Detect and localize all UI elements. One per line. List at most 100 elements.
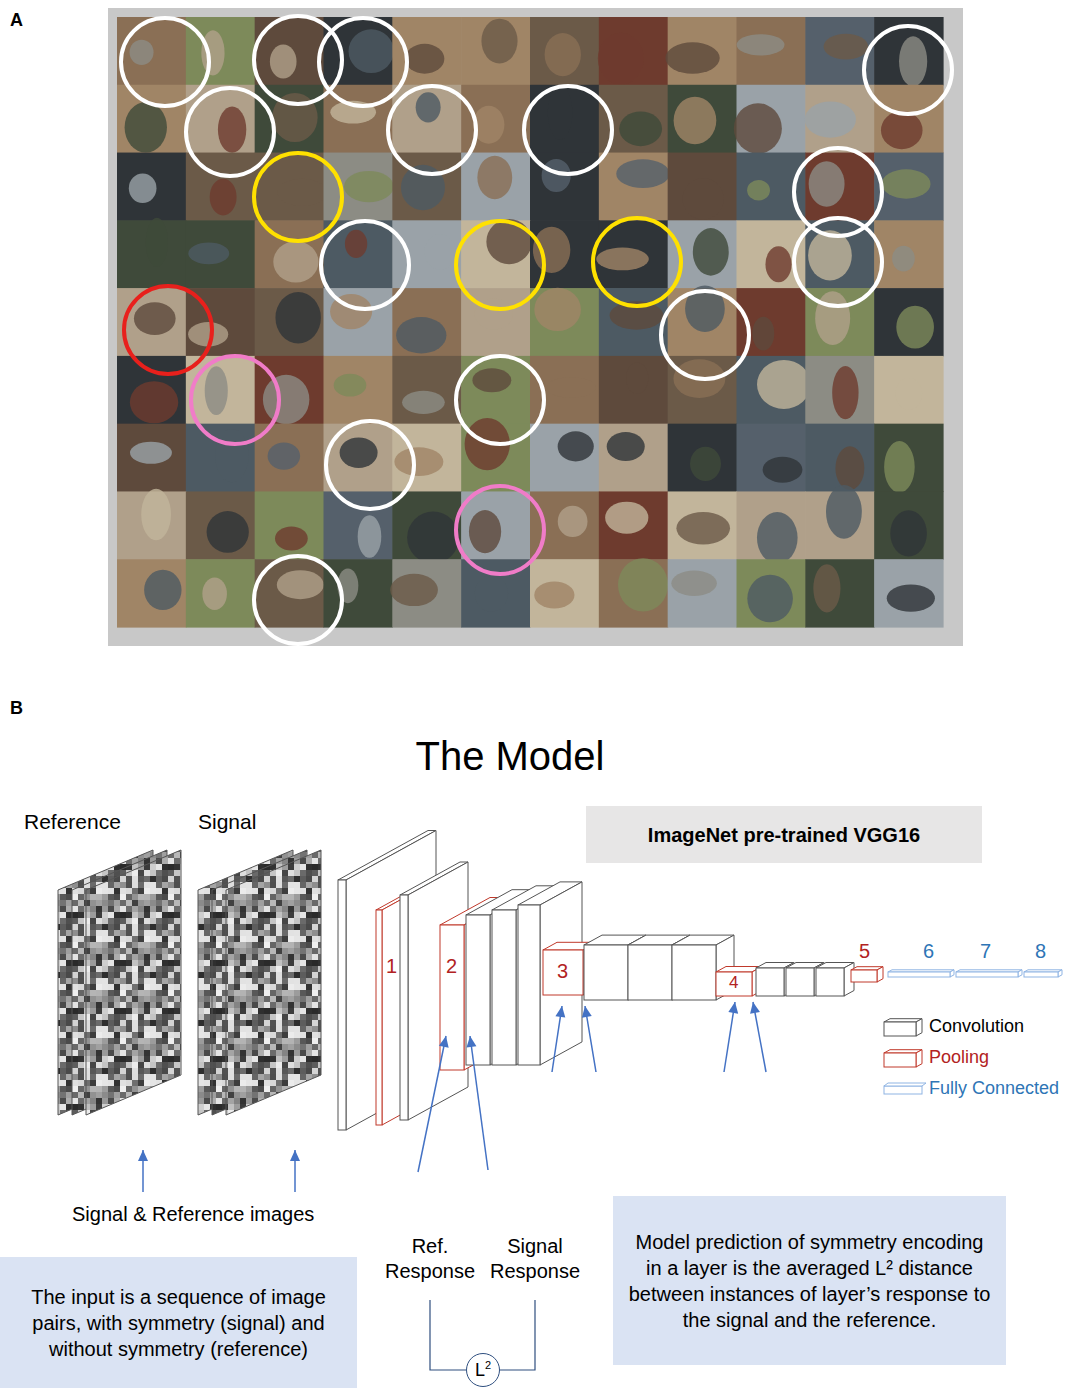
photo-detail [188,243,229,265]
photo-detail [545,33,581,76]
conv-block [466,915,490,1065]
photo-detail [201,30,224,75]
photo-tile [668,85,737,153]
photo-detail [815,291,850,345]
photo-tile [461,17,530,85]
photo-detail [607,432,645,461]
highlight-circle [319,18,407,106]
label-text: 2 [445,955,458,978]
photo-detail [558,506,588,537]
l2-circle: L2 [466,1353,500,1387]
photo-detail [605,502,648,534]
fc-block [1024,972,1058,977]
highlight-circle [121,18,209,106]
node-text: The input is a sequence of image pairs, … [12,1284,345,1362]
photo-tile [874,288,943,356]
photo-detail [472,368,511,392]
pool-block [851,970,877,982]
photo-detail [616,159,669,188]
photo-detail [424,234,455,270]
superscript: 2 [485,1360,491,1371]
arrow-head [728,1002,738,1014]
photo-detail [890,510,927,556]
note-box: Model prediction of symmetry encoding in… [613,1196,1006,1365]
photo-detail [358,515,382,558]
photo-detail [747,575,793,623]
model-name-box: ImageNet pre-trained VGG16 [586,806,982,863]
photo-detail [674,97,717,144]
photo-detail [882,169,931,198]
highlight-circle [254,556,342,644]
photo-detail [263,375,309,424]
photo-detail [477,156,512,199]
photo-detail [813,564,840,612]
pool-block [877,967,883,982]
photo-detail [202,577,227,610]
photo-tile [874,356,943,424]
conv-block [492,910,516,1065]
photo-detail [533,227,570,273]
photo-detail [690,447,721,481]
photo-tile [324,220,393,288]
photo-detail [558,431,594,461]
photo-detail [129,173,157,203]
photo-tile [668,153,737,221]
highlight-circle [593,218,681,306]
photo-tile [805,424,874,492]
conv-block [628,945,672,1000]
photo-detail [210,179,237,216]
photo-tile [737,424,806,492]
photo-tile [324,491,393,559]
photo-tile [186,220,255,288]
photo-detail [598,33,644,85]
legend-sample [884,1053,916,1067]
conv-block [672,945,716,1000]
photo-detail [682,178,723,220]
photo-detail [765,246,791,282]
pointer-arrow [418,1036,446,1172]
photo-tile [255,491,324,559]
conv-block [540,882,582,1065]
photo-detail [416,92,441,122]
label-text: 4 [728,973,739,993]
photo-tile [117,424,186,492]
note-box: The input is a sequence of image pairs, … [0,1257,357,1388]
node-text: ImageNet pre-trained VGG16 [648,822,920,848]
label-text: Signal & Reference images [72,1203,314,1226]
highlight-circle [191,356,279,444]
photo-detail [752,317,774,351]
arrow-head [439,1036,449,1048]
photo-detail [832,366,858,419]
conv-block [756,968,784,996]
photo-detail [334,374,367,397]
photo-detail [390,574,438,606]
legend-sample [884,1086,922,1094]
photo-detail [144,570,181,610]
label-text: 6 [923,940,934,963]
photo-detail [826,485,862,539]
label-text: 5 [859,940,870,963]
photo-tile [186,424,255,492]
photo-tile [117,559,186,627]
photo-detail [619,112,662,147]
photo-tile [461,491,530,559]
photo-tile [186,559,255,627]
photo-detail [469,510,501,553]
pool-block [716,972,752,996]
label-text: B [10,698,23,719]
conv-block [338,880,346,1130]
photo-tile [599,356,668,424]
photo-detail [275,526,308,550]
arrow-head [555,1006,565,1018]
photo-detail [275,292,320,344]
photo-detail [899,36,927,86]
photo-tile [599,424,668,492]
photo-tile [255,85,324,153]
legend-text: Fully Connected [929,1078,1059,1099]
photo-detail [215,429,249,482]
photo-detail [268,442,301,469]
photo-tile [737,559,806,627]
fc-block [888,972,950,977]
photo-tile [117,356,186,424]
photo-detail [809,161,845,206]
